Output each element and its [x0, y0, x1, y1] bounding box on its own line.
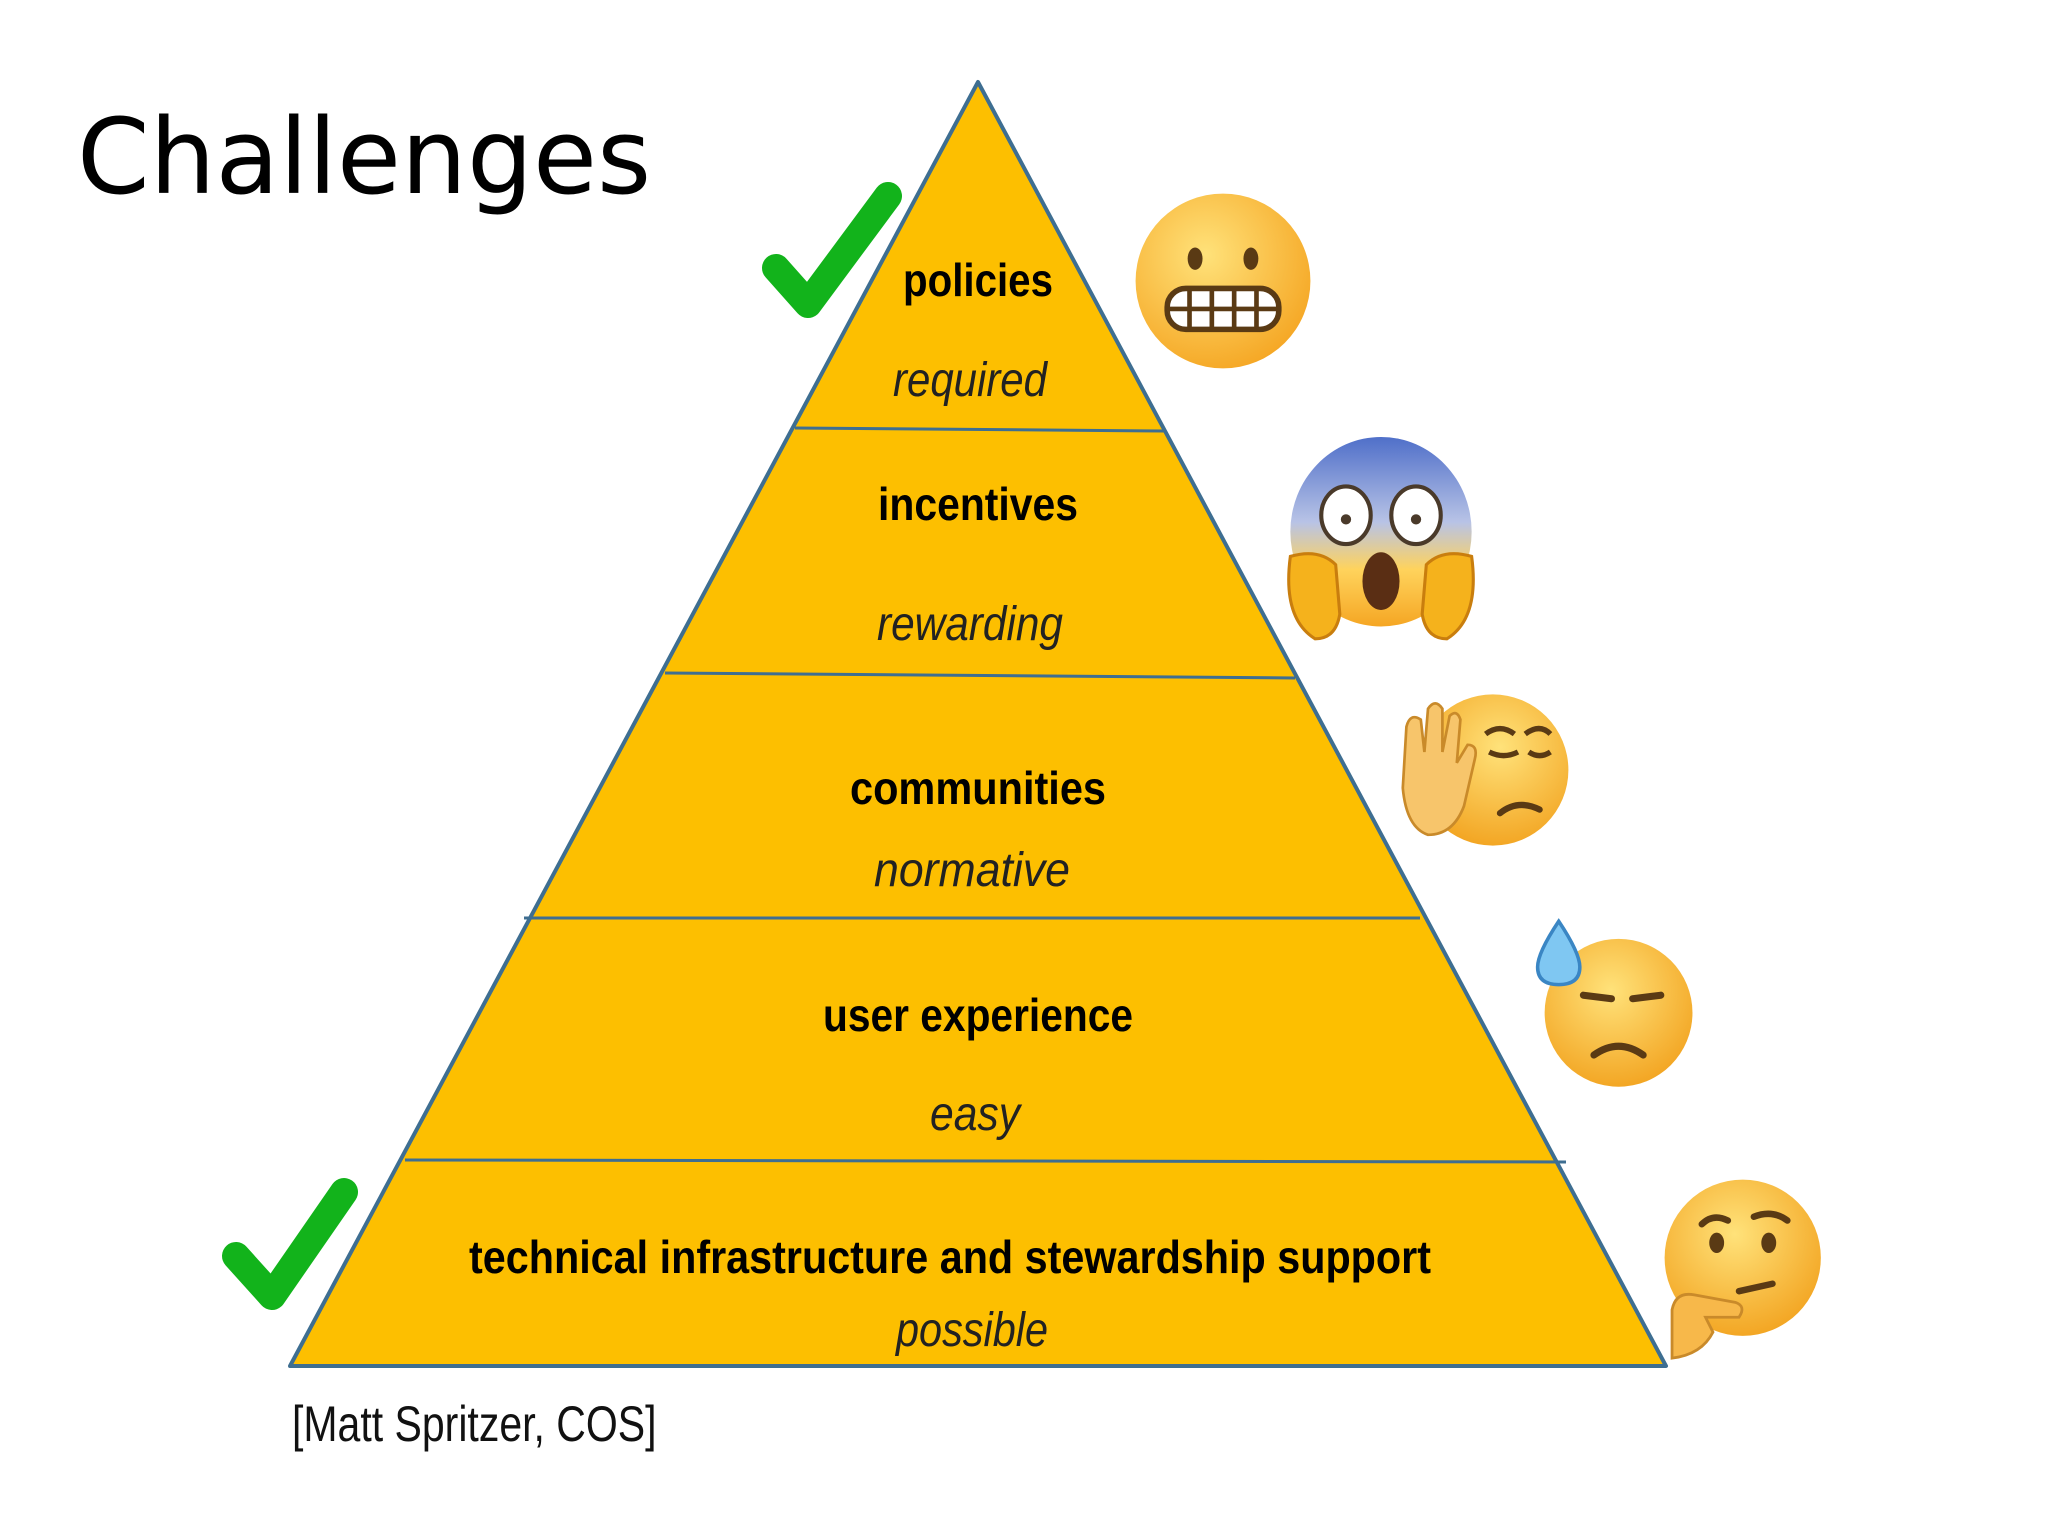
face-screaming-in-fear-icon — [1287, 436, 1475, 641]
pyramid-divider — [664, 671, 1296, 680]
level-name-incentives: incentives — [878, 478, 1078, 530]
slide-title: Challenges — [77, 96, 652, 218]
level-name-communities: communities — [850, 762, 1106, 814]
level-quality-possible: possible — [894, 1304, 1048, 1357]
pyramid-shape — [288, 80, 1668, 1368]
level-quality-rewarding: rewarding — [877, 598, 1063, 651]
grimacing-face-icon — [1135, 193, 1311, 369]
level-name-technical-infrastructure: technical infrastructure and stewardship… — [469, 1231, 1431, 1283]
citation: [Matt Spritzer, COS] — [292, 1396, 657, 1452]
thinking-face-icon — [1664, 1179, 1821, 1360]
level-name-user-experience: user experience — [823, 989, 1133, 1041]
pyramid-divider — [794, 426, 1165, 433]
downcast-face-with-sweat-icon — [1535, 918, 1693, 1087]
pyramid-divider — [404, 1158, 1567, 1164]
check-icon-technical-infrastructure — [222, 1178, 358, 1310]
level-quality-required: required — [893, 354, 1048, 407]
check-icon-policies — [762, 182, 902, 318]
level-quality-normative: normative — [874, 844, 1070, 897]
level-quality-easy: easy — [930, 1088, 1023, 1141]
level-name-policies: policies — [903, 254, 1053, 306]
face-palm-icon — [1401, 694, 1569, 846]
